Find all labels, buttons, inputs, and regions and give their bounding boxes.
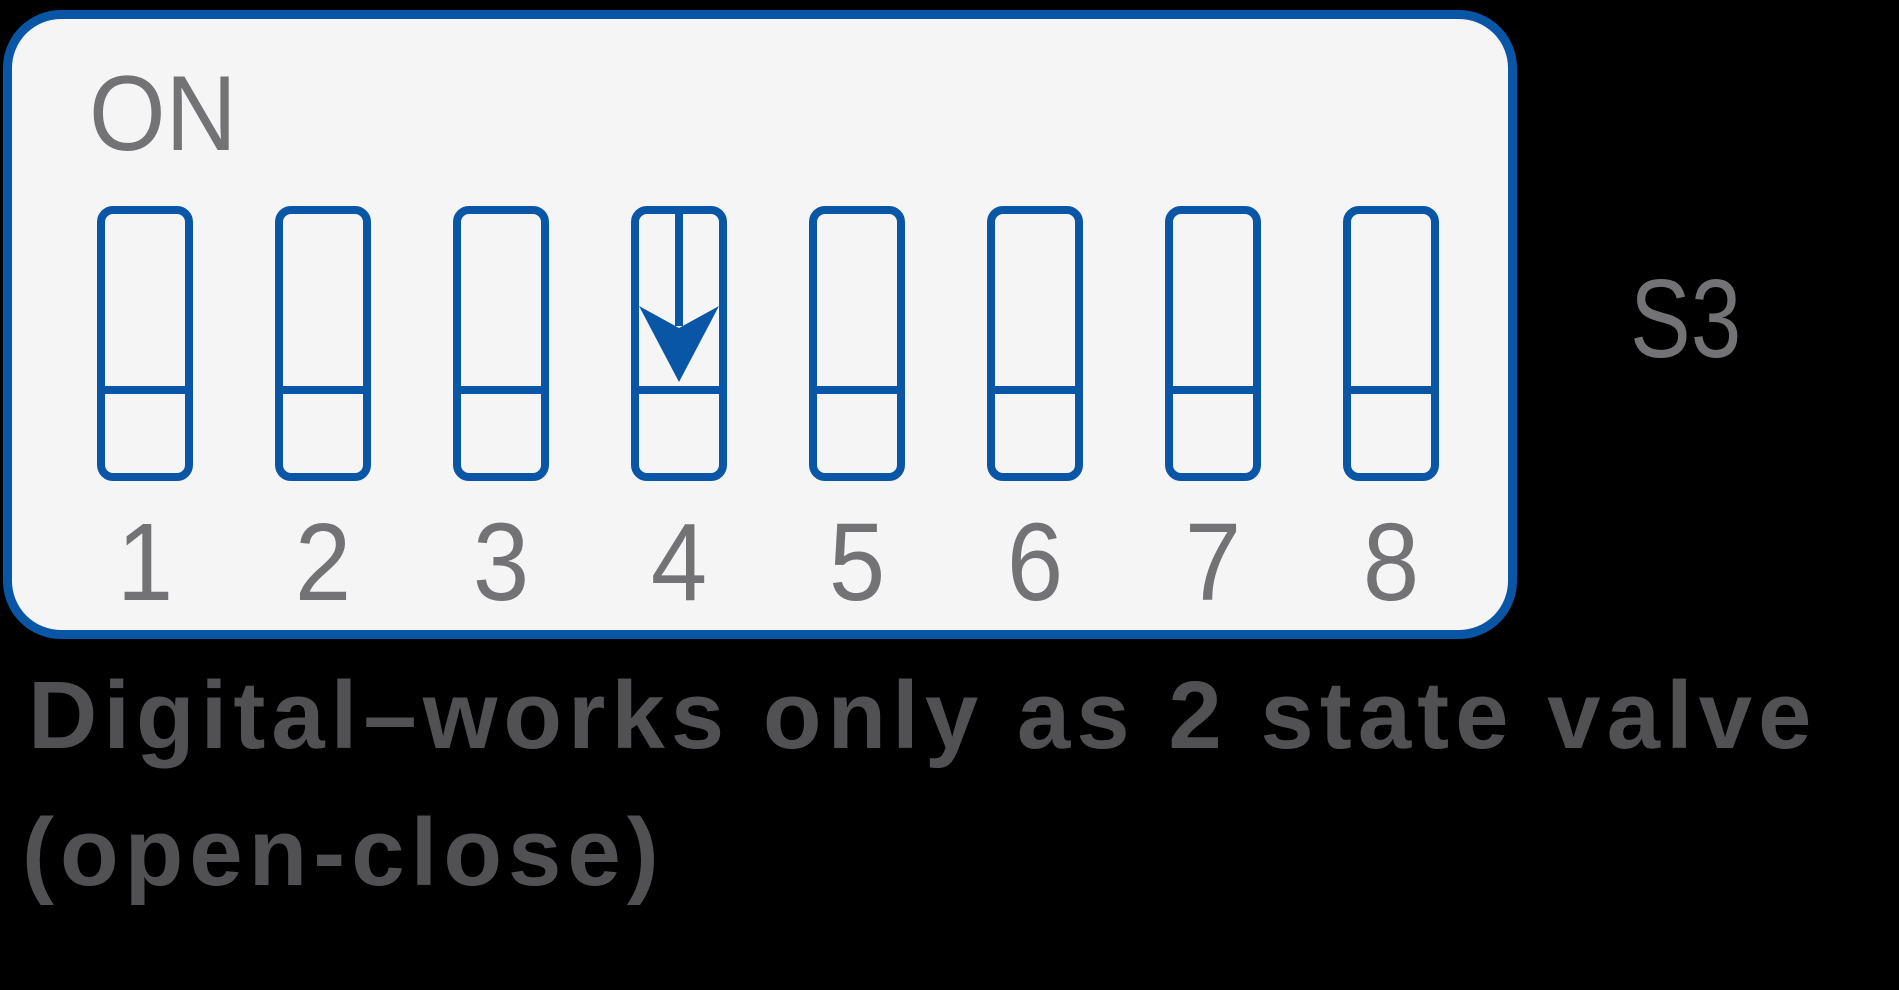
dip-switch-4[interactable] [631,206,727,481]
switch-divider [1351,386,1431,394]
s3-label: S3 [1630,257,1742,381]
switch-number-4: 4 [650,501,708,624]
dip-switch-2[interactable] [275,206,371,481]
switch-divider [817,386,897,394]
switch-number-6: 6 [1006,501,1064,624]
switch-number-7: 7 [1184,501,1242,624]
dip-switch-panel: ON [3,10,1517,639]
switch-divider [1173,386,1253,394]
dip-switch-3[interactable] [453,206,549,481]
caption-line-2: (open-close) [22,799,665,906]
switch-number-row: 1 2 3 4 5 6 7 8 [97,508,1439,618]
switch-number-3: 3 [472,501,530,624]
switch-number-5: 5 [828,501,886,624]
switch-number-8: 8 [1362,501,1420,624]
switch-divider [461,386,541,394]
dip-switch-5[interactable] [809,206,905,481]
switch-divider [995,386,1075,394]
switch-divider [639,386,719,394]
switch-divider [105,386,185,394]
dip-switch-1[interactable] [97,206,193,481]
switch-row [97,206,1439,481]
switch-number-1: 1 [116,501,174,624]
dip-switch-6[interactable] [987,206,1083,481]
arrow-down-icon [675,214,683,326]
dip-switch-7[interactable] [1165,206,1261,481]
switch-number-2: 2 [294,501,352,624]
on-label: ON [89,53,237,173]
dip-switch-8[interactable] [1343,206,1439,481]
caption-line-1: Digital–works only as 2 state valve [28,662,1818,769]
switch-divider [283,386,363,394]
